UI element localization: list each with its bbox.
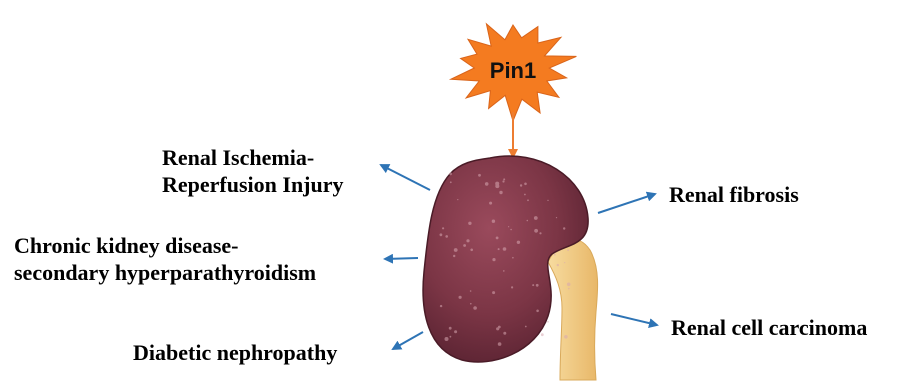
kidney-speckle bbox=[511, 286, 513, 288]
label-carcinoma: Renal cell carcinoma bbox=[671, 314, 867, 341]
kidney-speckle bbox=[450, 336, 452, 338]
arrow-diabetic bbox=[393, 332, 423, 349]
pin1-burst-icon: Pin1 bbox=[451, 24, 577, 121]
kidney-speckle bbox=[554, 254, 556, 256]
kidney-speckle bbox=[539, 232, 541, 234]
kidney-speckle bbox=[524, 194, 526, 196]
kidney-speckle bbox=[547, 200, 548, 201]
kidney-speckle bbox=[445, 235, 448, 238]
kidney-speckle bbox=[508, 226, 509, 227]
kidney-speckle bbox=[534, 229, 538, 233]
label-ckd-line2: secondary hyperparathyroidism bbox=[14, 259, 316, 286]
kidney-speckle bbox=[470, 303, 472, 305]
kidney-speckle bbox=[527, 199, 529, 201]
kidney-speckle bbox=[503, 178, 505, 180]
kidney-speckle bbox=[442, 227, 444, 229]
kidney-speckle bbox=[517, 241, 520, 244]
arrow-ischemia bbox=[381, 165, 430, 190]
kidney-speckle bbox=[563, 227, 565, 229]
kidney-speckle bbox=[564, 262, 565, 263]
label-diabetic-line1: Diabetic nephropathy bbox=[133, 339, 337, 366]
kidney-speckle bbox=[478, 174, 481, 177]
kidney-speckle bbox=[502, 180, 504, 182]
kidney-speckle bbox=[485, 182, 489, 186]
kidney-speckle bbox=[520, 184, 522, 186]
kidney-speckle bbox=[466, 239, 469, 242]
kidney-speckle bbox=[453, 255, 455, 257]
label-fibrosis-line1: Renal fibrosis bbox=[669, 181, 799, 208]
label-fibrosis: Renal fibrosis bbox=[669, 181, 799, 208]
kidney-speckle bbox=[470, 290, 472, 292]
kidney-speckle bbox=[445, 337, 449, 341]
kidney-speckle bbox=[510, 229, 512, 231]
label-ischemia-line1: Renal Ischemia- bbox=[162, 144, 344, 171]
kidney-speckle bbox=[459, 296, 462, 299]
kidney-speckle bbox=[541, 333, 544, 336]
kidney-speckle bbox=[454, 330, 457, 333]
label-carcinoma-line1: Renal cell carcinoma bbox=[671, 314, 867, 341]
kidney-speckle bbox=[489, 202, 492, 205]
kidney-speckle bbox=[492, 258, 495, 261]
kidney-speckle bbox=[536, 284, 539, 287]
kidney-speckle bbox=[449, 172, 452, 175]
ureter-shape bbox=[548, 240, 598, 380]
kidney-speckle bbox=[527, 220, 529, 222]
kidney-speckle bbox=[440, 305, 442, 307]
kidney-speckle bbox=[499, 191, 502, 194]
kidney-speckle bbox=[536, 310, 539, 313]
kidney-speckle bbox=[525, 326, 527, 328]
kidney-speckle bbox=[534, 216, 538, 220]
label-ischemia-line2: Reperfusion Injury bbox=[162, 171, 344, 198]
label-diabetic: Diabetic nephropathy bbox=[133, 339, 337, 366]
kidney-speckle bbox=[568, 288, 570, 290]
kidney-speckle bbox=[468, 222, 471, 225]
kidney-speckle bbox=[492, 291, 495, 294]
kidney-speckle bbox=[450, 181, 452, 183]
kidney-speckle bbox=[498, 248, 500, 250]
kidney-speckle bbox=[567, 283, 571, 287]
kidney-speckle bbox=[496, 237, 499, 240]
kidney-speckle bbox=[547, 321, 549, 323]
kidney-speckle bbox=[495, 182, 499, 186]
kidney-speckle bbox=[512, 257, 514, 259]
kidney-speckle bbox=[470, 249, 473, 252]
kidney-speckle bbox=[532, 284, 534, 286]
label-ckd: Chronic kidney disease- secondary hyperp… bbox=[14, 232, 316, 286]
kidney-speckle bbox=[564, 335, 568, 339]
kidney-speckle bbox=[498, 342, 502, 346]
kidney-speckle bbox=[473, 306, 477, 310]
arrow-carcinoma bbox=[611, 314, 657, 325]
arrow-ckd bbox=[385, 258, 418, 259]
kidney-speckle bbox=[503, 270, 505, 272]
kidney-speckle bbox=[457, 199, 458, 200]
kidney-speckle bbox=[492, 220, 495, 223]
pin1-label: Pin1 bbox=[490, 58, 536, 83]
kidney-speckle bbox=[524, 183, 527, 186]
kidney-speckle bbox=[463, 244, 466, 247]
label-ischemia: Renal Ischemia- Reperfusion Injury bbox=[162, 144, 344, 198]
kidney-speckle bbox=[496, 327, 499, 330]
kidney-speckle bbox=[449, 327, 452, 330]
kidney-speckle bbox=[567, 249, 569, 251]
kidney-speckle bbox=[556, 217, 557, 218]
kidney-speckle bbox=[440, 233, 443, 236]
arrow-fibrosis bbox=[598, 194, 655, 213]
kidney-speckle bbox=[503, 247, 507, 251]
kidney-speckle bbox=[557, 264, 559, 266]
label-ckd-line1: Chronic kidney disease- bbox=[14, 232, 316, 259]
kidney-speckle bbox=[454, 248, 458, 252]
kidney-speckle bbox=[503, 332, 506, 335]
